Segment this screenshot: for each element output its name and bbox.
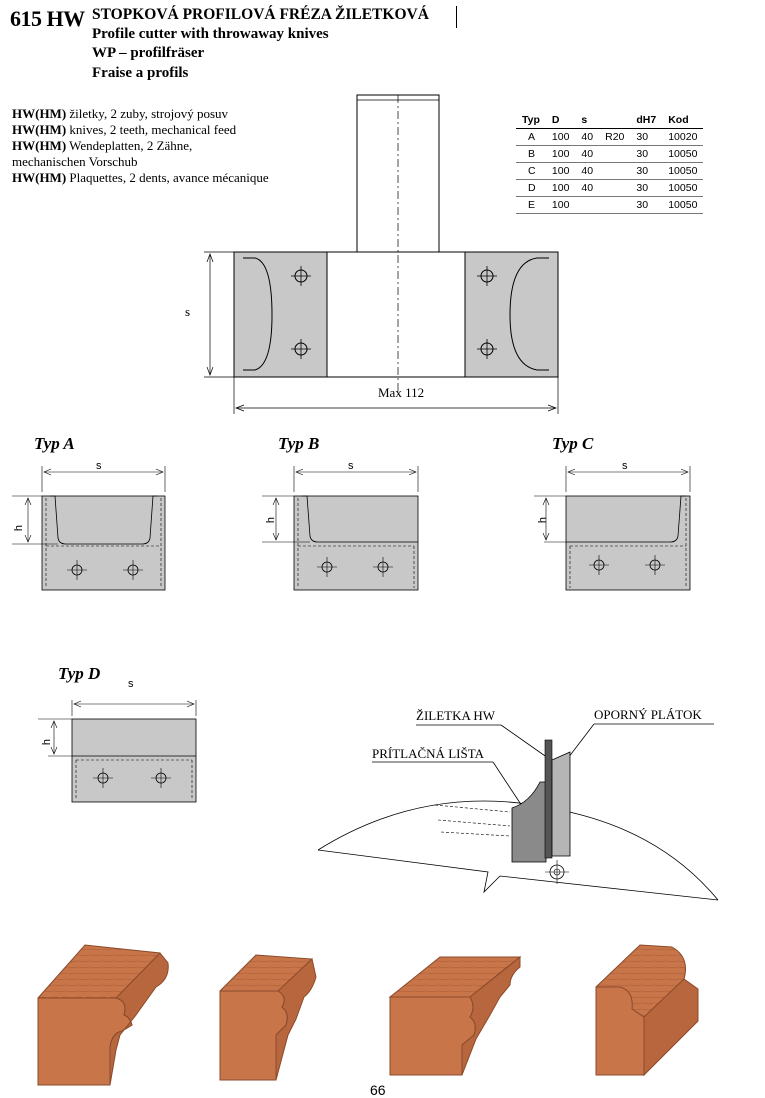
width-dimension-label: Max 112 — [378, 385, 425, 400]
typ-d-label: Typ D — [58, 664, 101, 683]
typ-d-drawing — [38, 700, 197, 803]
profile-2 — [219, 954, 317, 1081]
typ-c-label: Typ C — [552, 434, 594, 453]
knife-assembly-diagram — [317, 723, 719, 901]
page-number: 66 — [370, 1082, 386, 1098]
title-en: Profile cutter with throwaway knives — [92, 26, 329, 42]
desc-line: HW(HM) žiletky, 2 zuby, strojový posuv — [12, 106, 229, 121]
label-knife: ŽILETKA HW — [416, 708, 496, 723]
typ-d-s-label: s — [128, 678, 134, 690]
desc-line: mechanischen Vorschub — [12, 154, 138, 169]
right-knife — [464, 251, 559, 378]
title-cz: STOPKOVÁ PROFILOVÁ FRÉZA ŽILETKOVÁ — [92, 6, 429, 23]
s-dimension-label: s — [185, 304, 191, 319]
title-de: WP – profilfräser — [92, 45, 205, 61]
desc-line: HW(HM) knives, 2 teeth, mechanical feed — [12, 122, 237, 137]
desc-line: HW(HM) Wendeplatten, 2 Zähne, — [12, 138, 193, 153]
typ-a-drawing — [12, 466, 166, 591]
typ-a-label: Typ A — [34, 434, 75, 453]
description: HW(HM) žiletky, 2 zuby, strojový posuv H… — [12, 106, 312, 186]
profile-4 — [595, 944, 699, 1077]
text-cursor — [456, 6, 457, 28]
spec-table-header: Typ D s dH7 Kod — [516, 112, 704, 129]
typ-b-drawing — [262, 466, 419, 591]
typ-b-s-label: s — [348, 460, 354, 472]
cutter-drawing — [204, 94, 559, 414]
desc-line: HW(HM) Plaquettes, 2 dents, avance mécan… — [12, 170, 269, 185]
left-knife — [233, 251, 328, 378]
label-support: OPORNÝ PLÁTOK — [594, 707, 702, 722]
typ-c-s-label: s — [622, 460, 628, 472]
title-fr: Fraise a profils — [92, 65, 189, 81]
profile-1 — [37, 944, 169, 1086]
typ-b-label: Typ B — [278, 434, 320, 453]
profile-3 — [388, 955, 522, 1076]
wood-profiles — [37, 944, 699, 1086]
label-clamp: PRÍTLAČNÁ LIŠTA — [372, 746, 484, 761]
typ-a-s-label: s — [96, 460, 102, 472]
typ-c-drawing — [534, 466, 691, 591]
product-code: 615 HW — [10, 6, 85, 31]
